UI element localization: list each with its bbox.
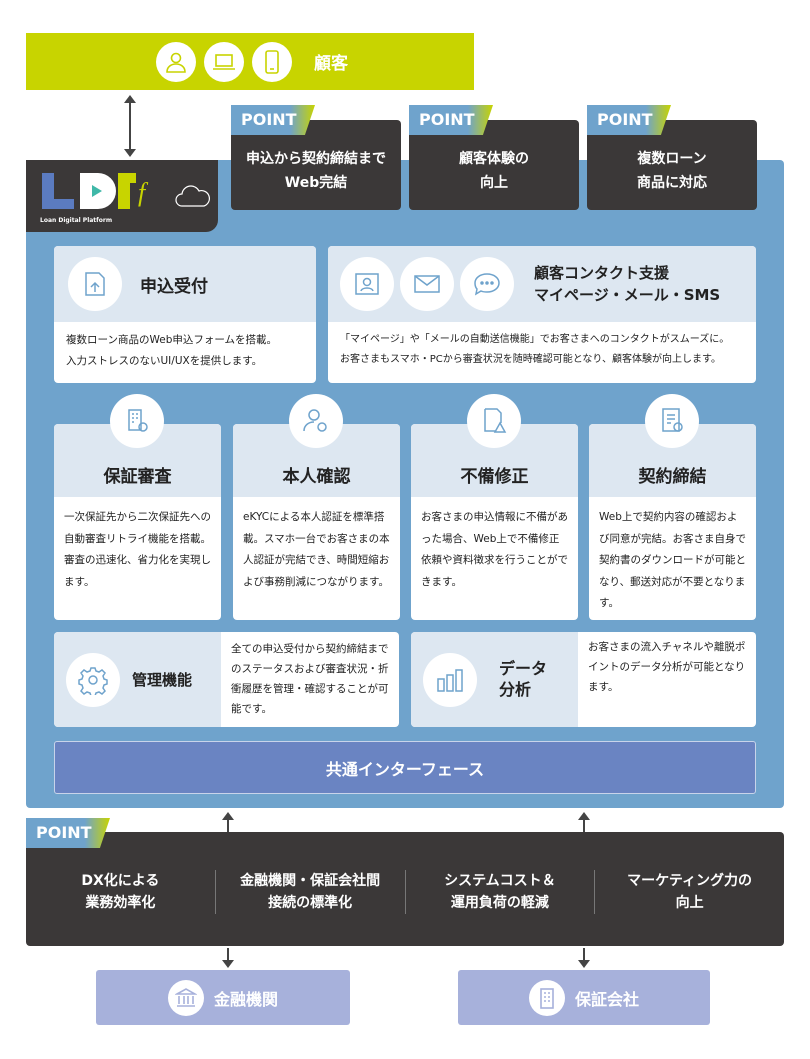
card-title: 顧客コンタクト支援 xyxy=(534,263,670,282)
feature-card-identity-verification: 本人確認 eKYCによる本人認証を標準搭載。スマホ一台でお客さまの本人認証が完結… xyxy=(233,424,400,620)
card-title: 管理機能 xyxy=(132,671,193,689)
document-warning-icon xyxy=(467,394,521,448)
point-card-web-complete: POINT 申込から契約締結まで Web完結 xyxy=(231,105,401,210)
down-arrow-icon xyxy=(222,948,234,968)
feature-card-guarantee-review: 保証審査 一次保証先から二次保証先への自動審査リトライ機能を搭載。審査の迅速化、… xyxy=(54,424,221,620)
analytics-card: データ 分析 お客さまの流入チャネルや離脱ポイントのデータ分析が可能となります。 xyxy=(411,632,756,727)
logo-subtitle: Loan Digital Platform xyxy=(40,217,113,224)
laptop-icon xyxy=(204,41,244,82)
card-title: マイページ・メール・SMS xyxy=(534,286,721,304)
point-text: 向上 xyxy=(675,895,704,911)
down-arrow-icon xyxy=(578,948,590,968)
point-text: DX化による xyxy=(81,872,160,889)
bank-icon xyxy=(167,979,204,1016)
gear-icon xyxy=(66,652,120,707)
up-arrow-icon xyxy=(222,812,234,834)
point-tag: POINT xyxy=(587,105,671,135)
card-title: 契約締結 xyxy=(638,467,707,487)
point-tag: POINT xyxy=(409,105,493,135)
point-text: マーケティング力の xyxy=(627,872,753,889)
point-card-customer-experience: POINT 顧客体験の向上 xyxy=(409,105,579,210)
point-text: 運用負荷の軽減 xyxy=(450,895,549,911)
point-text: Web完結 xyxy=(284,175,348,191)
card-desc: 複数ローン商品のWeb申込フォームを搭載。 xyxy=(66,334,278,346)
guarantee-company-label: 保証会社 xyxy=(574,989,639,1009)
card-desc: 一次保証先から二次保証先への自動審査リトライ機能を搭載。審査の迅速化、省力化を実… xyxy=(64,511,211,588)
common-interface-bar: 共通インターフェース xyxy=(54,741,756,794)
up-arrow-icon xyxy=(578,812,590,834)
point-text: 商品に対応 xyxy=(637,175,707,191)
card-desc: お客さまの流入チャネルや離脱ポイントのデータ分析が可能となります。 xyxy=(588,641,746,693)
point-text: 業務効率化 xyxy=(85,895,156,911)
point-text: 向上 xyxy=(480,175,508,191)
application-card: 申込受付 複数ローン商品のWeb申込フォームを搭載。 入力ストレスのないUI/U… xyxy=(54,246,316,383)
document-check-icon xyxy=(645,394,699,448)
cloud-icon xyxy=(175,185,210,207)
customer-bar: 顧客 xyxy=(26,33,474,90)
mail-icon xyxy=(400,257,454,311)
card-title: 分析 xyxy=(499,679,532,699)
bottom-points-panel: DX化による業務効率化 金融機関・保証会社間接続の標準化 システムコスト＆ 運用負… xyxy=(26,832,784,946)
profile-icon xyxy=(340,257,394,311)
ldpf-logo: f Loan Digital Platform xyxy=(26,160,218,232)
card-desc: お客さまもスマホ・PCから審査状況を随時確認可能となり、顧客体験が向上します。 xyxy=(340,354,722,365)
card-desc: 全ての申込受付から契約締結までのステータスおよび審査状況・折衝履歴を管理・確認す… xyxy=(231,643,389,715)
double-arrow-icon xyxy=(124,95,136,157)
point-card-multiple-loans: POINT 複数ローン商品に対応 xyxy=(587,105,757,210)
card-desc: お客さまの申込情報に不備があった場合、Web上で不備修正依頼や資料徴求を行うこと… xyxy=(421,511,568,588)
card-desc: 「マイページ」や「メールの自動送信機能」でお客さまへのコンタクトがスムーズに。 xyxy=(340,334,730,345)
feature-card-deficiency-correction: 不備修正 お客さまの申込情報に不備があった場合、Web上で不備修正依頼や資料徴求… xyxy=(411,424,578,620)
bar-chart-icon xyxy=(423,652,477,707)
chat-bubble-icon xyxy=(460,257,514,311)
card-desc: Web上で契約内容の確認および同意が完結。お客さま自身で契約書のダウンロードが可… xyxy=(599,511,746,610)
person-icon xyxy=(156,41,196,82)
point-tag: POINT xyxy=(231,105,315,135)
svg-text:f: f xyxy=(138,178,149,207)
contact-card: 顧客コンタクト支援 マイページ・メール・SMS 「マイページ」や「メールの自動送… xyxy=(328,246,756,383)
management-card: 管理機能 全ての申込受付から契約締結までのステータスおよび審査状況・折衝履歴を管… xyxy=(54,632,399,727)
point-text: システムコスト＆ xyxy=(444,872,556,889)
form-upload-icon xyxy=(68,257,122,311)
point-text: 接続の標準化 xyxy=(268,895,353,911)
guarantee-company-box: 保証会社 xyxy=(458,970,710,1025)
card-desc: eKYCによる本人認証を標準搭載。スマホ一台でお客さまの本人認証が完結でき、時間… xyxy=(243,511,390,588)
feature-card-contract-signing: 契約締結 Web上で契約内容の確認および同意が完結。お客さま自身で契約書のダウン… xyxy=(589,424,756,620)
financial-institution-label: 金融機関 xyxy=(213,989,278,1009)
point-tag: POINT xyxy=(26,818,110,848)
point-text: 複数ローン xyxy=(637,151,707,168)
point-text: 申込から契約締結まで xyxy=(246,151,386,168)
smartphone-icon xyxy=(252,41,292,82)
point-text: 金融機関・保証会社間 xyxy=(240,872,381,889)
card-title: 保証審査 xyxy=(103,467,172,487)
card-desc: 入力ストレスのないUI/UXを提供します。 xyxy=(66,355,263,367)
card-title: 申込受付 xyxy=(140,276,208,297)
customer-label: 顧客 xyxy=(314,54,348,74)
building-check-icon xyxy=(110,394,164,448)
person-check-icon xyxy=(289,394,343,448)
point-text: 顧客体験の xyxy=(459,151,529,168)
card-title: 本人確認 xyxy=(282,467,351,487)
card-title: データ xyxy=(499,658,548,678)
building-icon xyxy=(528,979,565,1016)
card-title: 不備修正 xyxy=(460,467,529,487)
financial-institution-box: 金融機関 xyxy=(96,970,350,1025)
